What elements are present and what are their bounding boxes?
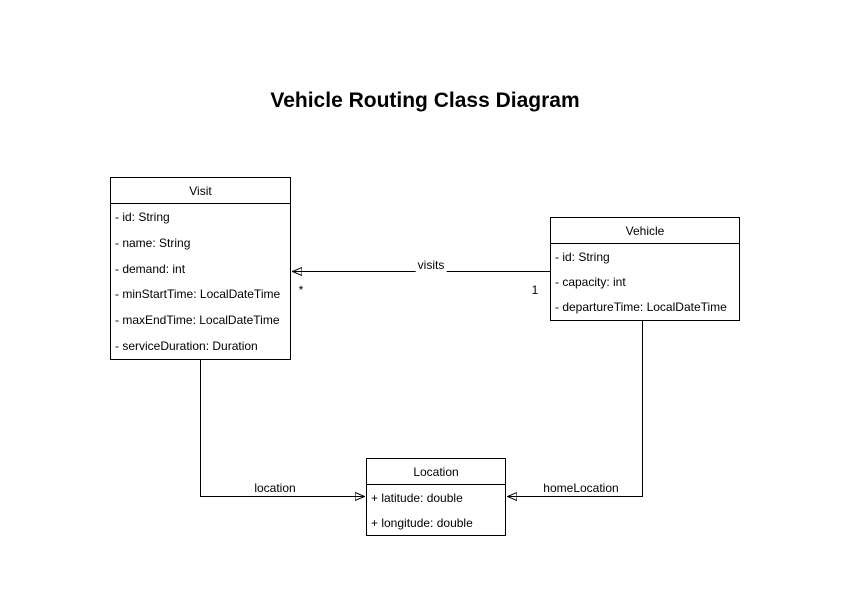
- edge-label-home-location: homeLocation: [541, 481, 621, 495]
- edge-label-visits: visits: [415, 258, 447, 272]
- class-node-vehicle: Vehicle - id: String - capacity: int - d…: [550, 217, 740, 321]
- class-attributes-location: + latitude: double + longitude: double: [367, 485, 505, 535]
- diagram-title: Vehicle Routing Class Diagram: [270, 89, 580, 112]
- class-title-location: Location: [367, 459, 505, 485]
- class-node-location: Location + latitude: double + longitude:…: [366, 458, 506, 536]
- multiplicity-visit-side: *: [298, 283, 304, 297]
- class-attribute: + latitude: double: [371, 490, 463, 505]
- class-attribute: - id: String: [115, 209, 170, 224]
- class-attribute: - name: String: [115, 235, 191, 250]
- class-attribute: - serviceDuration: Duration: [115, 339, 258, 354]
- class-attribute: - departureTime: LocalDateTime: [555, 300, 727, 315]
- class-attribute: - minStartTime: LocalDateTime: [115, 287, 281, 302]
- edge-location: [200, 360, 365, 497]
- edge-label-location: location: [252, 481, 298, 495]
- class-title-vehicle: Vehicle: [551, 218, 739, 244]
- class-attribute: - maxEndTime: LocalDateTime: [115, 313, 280, 328]
- class-node-visit: Visit - id: String - name: String - dema…: [110, 177, 291, 360]
- class-attribute: - id: String: [555, 249, 610, 264]
- edge-home-location: [508, 321, 643, 497]
- multiplicity-vehicle-side: 1: [531, 283, 539, 297]
- class-title-visit: Visit: [111, 178, 290, 204]
- class-attributes-vehicle: - id: String - capacity: int - departure…: [551, 244, 739, 320]
- class-attribute: - demand: int: [115, 261, 186, 276]
- class-attribute: + longitude: double: [371, 515, 473, 530]
- class-attribute: - capacity: int: [555, 274, 626, 289]
- class-attributes-visit: - id: String - name: String - demand: in…: [111, 204, 290, 359]
